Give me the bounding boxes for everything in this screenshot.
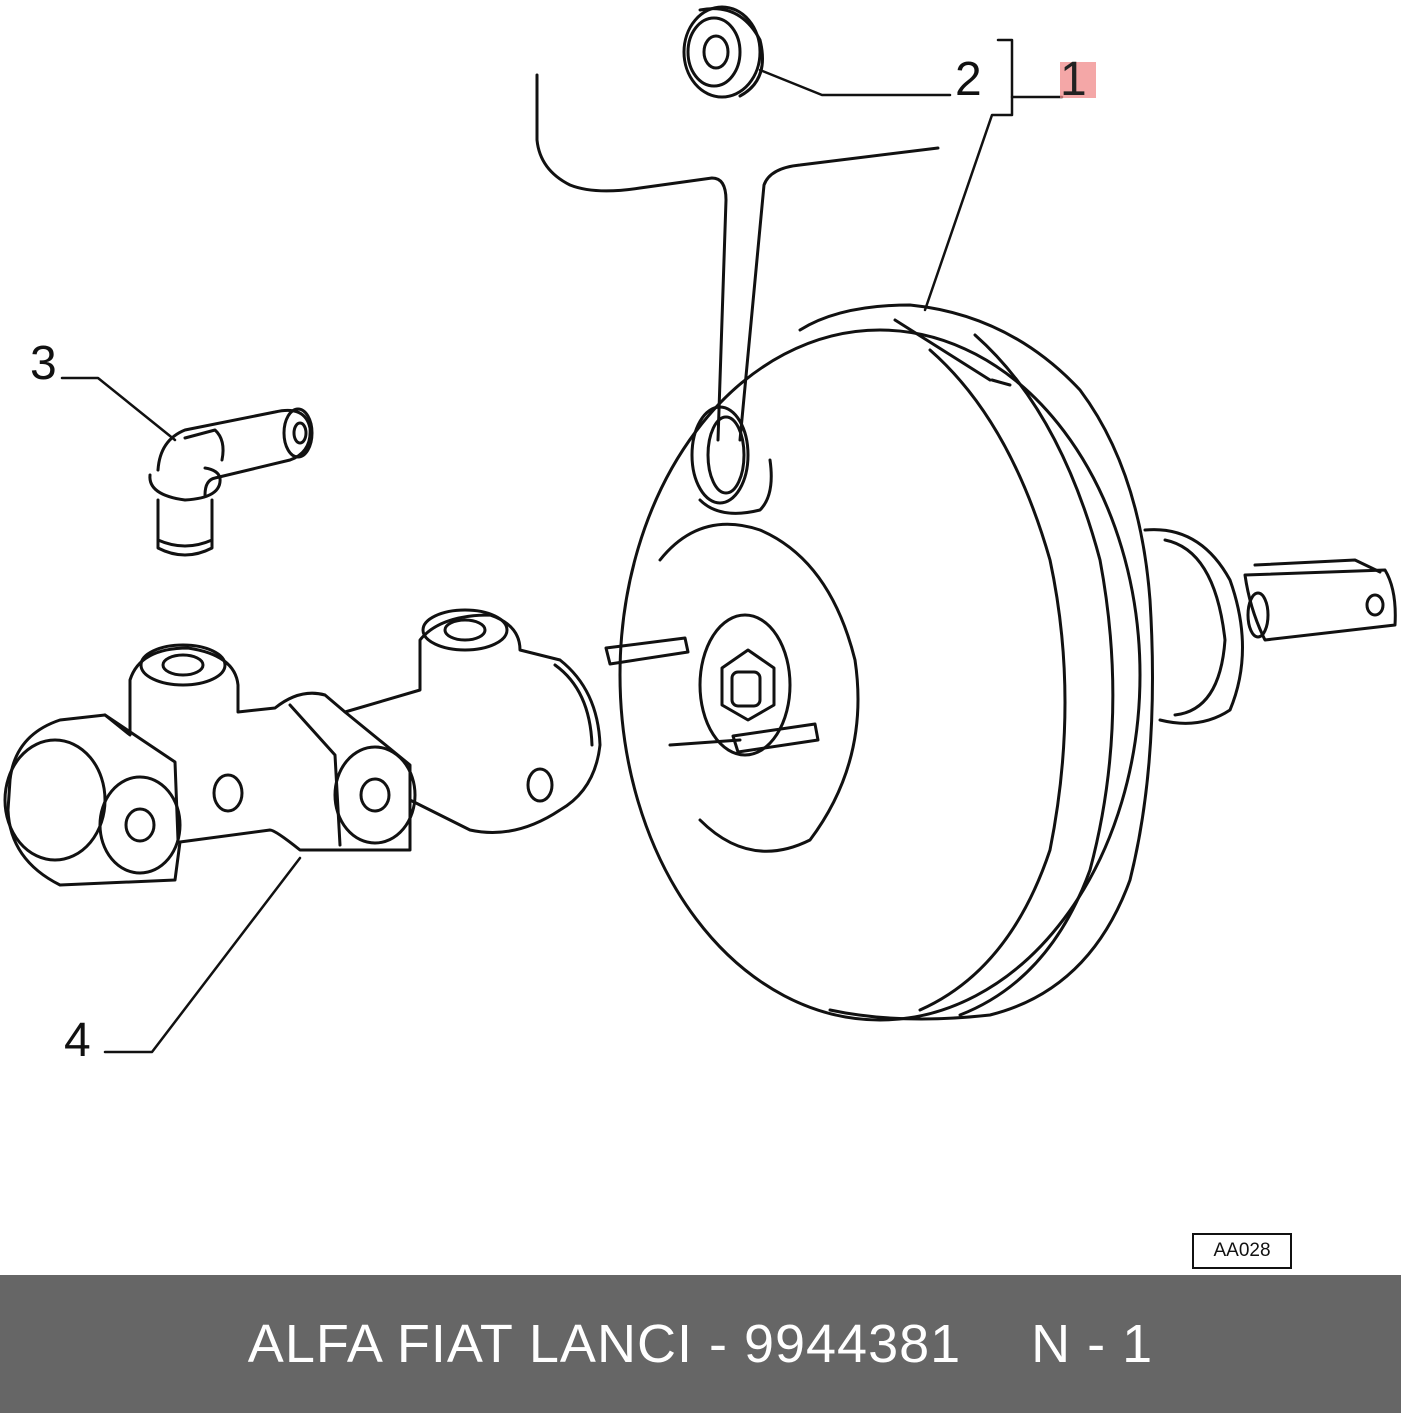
brake-booster-icon (604, 303, 1397, 1022)
callout-part-2: 2 (955, 53, 982, 106)
leader-line-3 (60, 376, 177, 442)
leader-line-4 (103, 856, 302, 1054)
footer-bar: ALFA FIAT LANCI - 9944381 N - 1 (0, 1275, 1401, 1413)
callout-highlight (1060, 62, 1096, 98)
reference-code: AA028 (1192, 1233, 1292, 1269)
footer-position-text: N - 1 (1031, 1314, 1154, 1374)
elbow-connector-icon (148, 407, 314, 557)
callout-part-1: 1 (1060, 53, 1087, 106)
parts-diagram (3, 5, 1397, 1054)
vacuum-hose-icon (535, 73, 940, 442)
callout-part-3: 3 (30, 337, 57, 390)
footer-part-text: ALFA FIAT LANCI - 9944381 (247, 1314, 962, 1374)
callout-part-4: 4 (64, 1014, 91, 1067)
leader-lines-top (758, 38, 1064, 312)
seal-ring-icon (682, 5, 764, 99)
master-cylinder-icon (3, 608, 602, 887)
